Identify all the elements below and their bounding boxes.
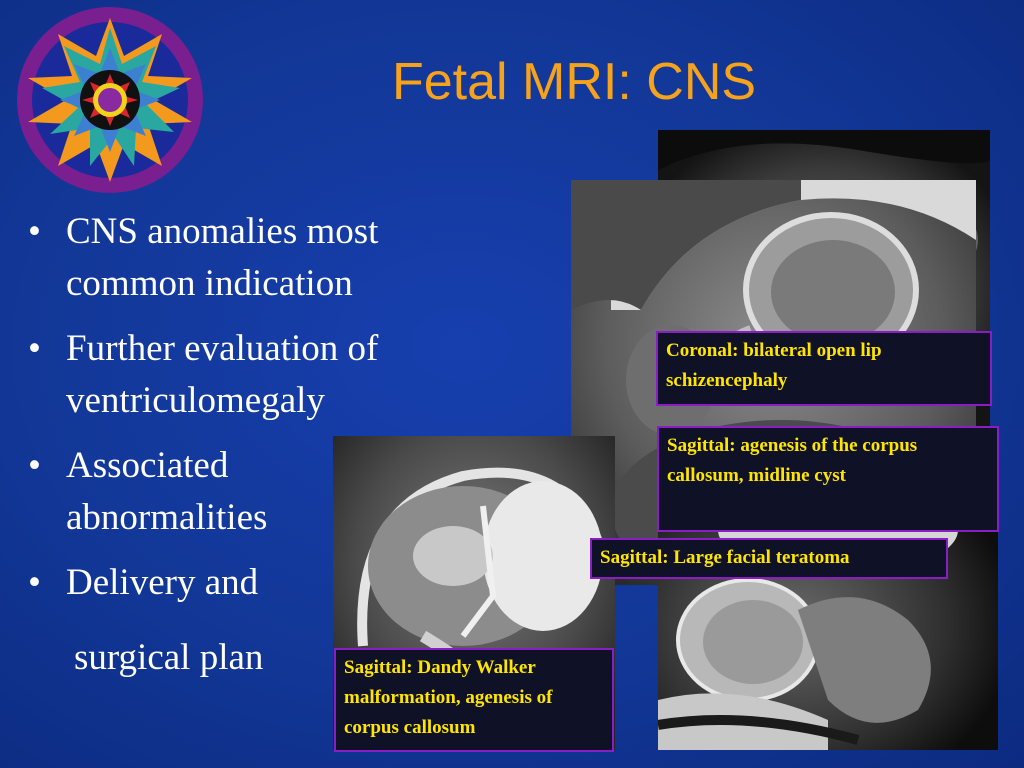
caption-coronal: Coronal: bilateral open lip schizencepha… xyxy=(656,331,992,406)
slide-title: Fetal MRI: CNS xyxy=(392,53,757,111)
bullet-item: • Associated abnormalities xyxy=(28,440,366,544)
bullet-item: • CNS anomalies most common indication xyxy=(28,206,468,310)
caption-sagittal-dandy-walker: Sagittal: Dandy Walker malformation, age… xyxy=(334,648,614,752)
bullet-continuation: surgical plan xyxy=(74,637,264,678)
caption-sagittal-teratoma: Sagittal: Large facial teratoma xyxy=(590,538,948,579)
bullet-text: Delivery and xyxy=(66,562,259,603)
caption-sagittal-agenesis: Sagittal: agenesis of the corpus callosu… xyxy=(657,426,999,532)
mandala-logo-icon xyxy=(14,4,206,196)
bullet-dot: • xyxy=(28,445,41,486)
bullet-item: • Delivery and xyxy=(28,557,468,609)
bullet-dot: • xyxy=(28,562,41,603)
bullet-list: • CNS anomalies most common indication •… xyxy=(28,206,468,622)
bullet-dot: • xyxy=(28,211,41,252)
bullet-text: Further evaluation of ventriculomegaly xyxy=(66,328,379,421)
bullet-dot: • xyxy=(28,328,41,369)
bullet-item: • Further evaluation of ventriculomegaly xyxy=(28,323,468,427)
bullet-text: Associated abnormalities xyxy=(66,445,268,538)
bullet-text: CNS anomalies most common indication xyxy=(66,211,379,304)
